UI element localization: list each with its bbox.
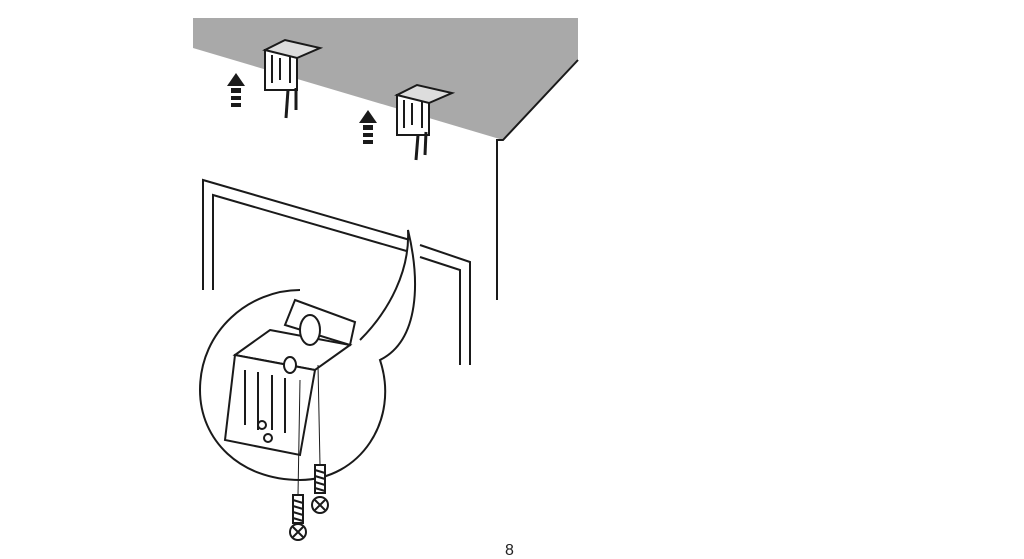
page-number: 8 [505,542,514,559]
screw-icon [311,364,329,514]
mounting-bracket-icon [223,298,357,457]
wall-corner-edge [496,59,579,300]
up-arrow-icon [227,73,245,107]
mounting-bracket-icon [394,83,456,161]
window-frame [202,178,471,365]
mounting-bracket-icon [262,38,324,119]
up-arrow-icon [359,110,377,144]
screw-icon [289,379,307,541]
